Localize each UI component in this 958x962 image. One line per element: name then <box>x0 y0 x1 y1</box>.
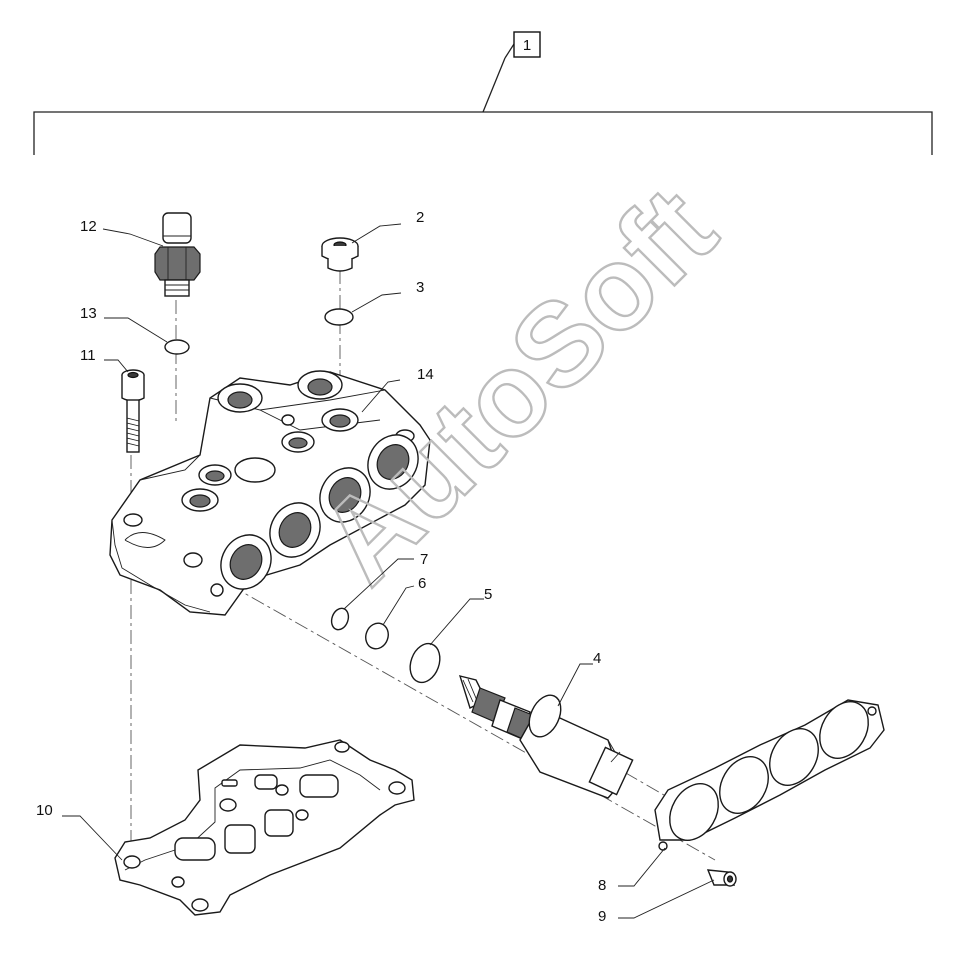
screw-part-11 <box>121 369 145 453</box>
callout-10: 10 <box>36 802 53 819</box>
callout-3: 3 <box>416 279 424 296</box>
pressure-sensor-part-12 <box>154 212 201 297</box>
valve-body-part-14 <box>109 370 431 616</box>
gasket-part-8 <box>654 699 885 851</box>
callout-5: 5 <box>484 586 492 603</box>
callout-14: 14 <box>417 366 434 383</box>
assembly-bracket: 1 <box>33 31 933 155</box>
solenoid-valve-part-4 <box>458 675 634 799</box>
callout-12: 12 <box>80 218 97 235</box>
callout-2: 2 <box>416 209 424 226</box>
o-ring-part-13 <box>164 339 190 355</box>
o-ring-part-6 <box>365 622 389 650</box>
plug-part-2 <box>321 237 359 272</box>
o-ring-part-7 <box>330 607 350 631</box>
callout-11: 11 <box>80 347 96 364</box>
callout-13: 13 <box>80 305 97 322</box>
o-ring-part-3 <box>324 308 354 326</box>
assembly-label: 1 <box>523 37 531 54</box>
callout-6: 6 <box>418 575 426 592</box>
callout-9: 9 <box>598 908 606 925</box>
callout-7: 7 <box>420 551 428 568</box>
gasket-part-10 <box>114 739 415 916</box>
callout-8: 8 <box>598 877 606 894</box>
callout-numbers: 12 2 3 13 11 14 7 6 5 4 8 9 10 <box>36 209 606 925</box>
assembly-label-box <box>513 31 541 58</box>
callout-4: 4 <box>593 650 601 667</box>
leader-lines <box>62 223 715 919</box>
o-ring-part-5 <box>409 642 441 684</box>
screw-part-9 <box>706 869 737 887</box>
